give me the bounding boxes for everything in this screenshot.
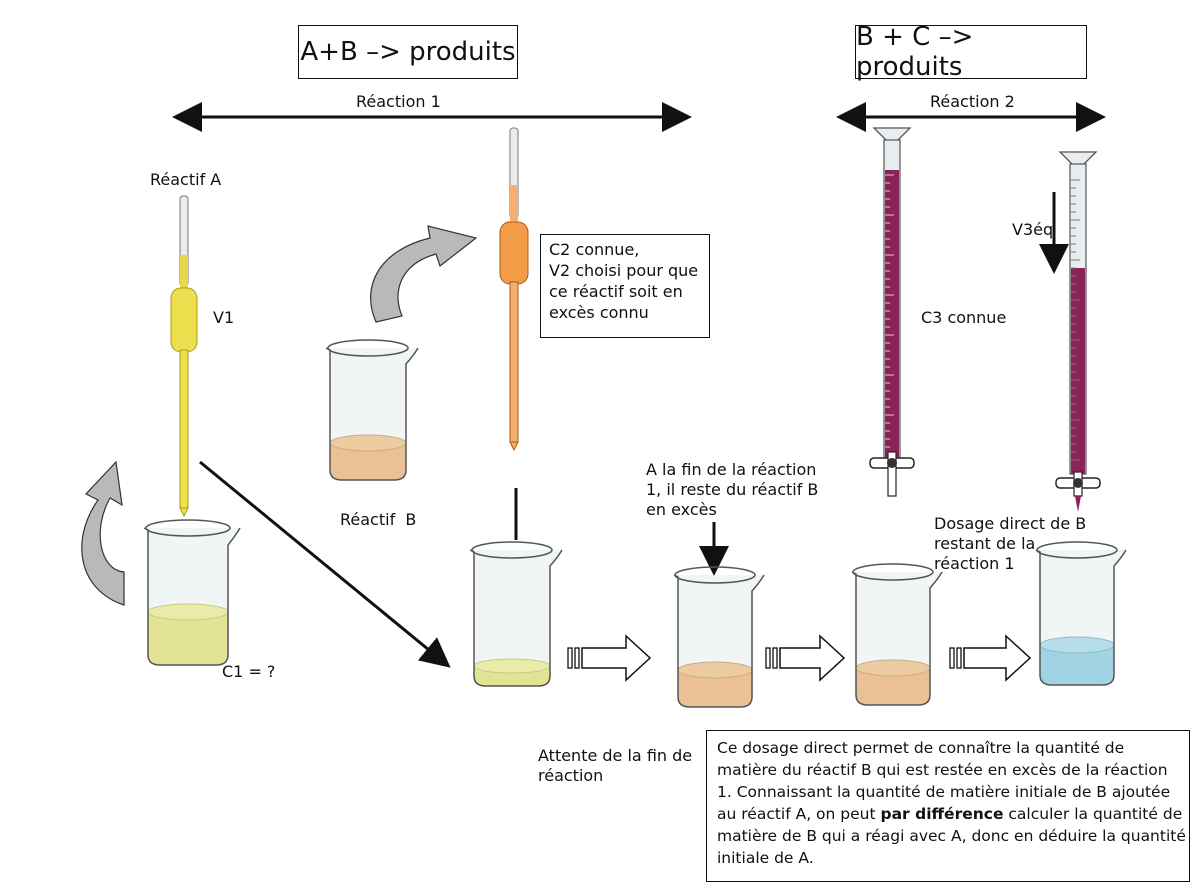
attente-line-2: réaction bbox=[538, 766, 604, 785]
reactif-b-label: Réactif B bbox=[340, 510, 417, 529]
v1-label: V1 bbox=[213, 308, 235, 327]
explanation-line-3: 1. Connaissant la quantité de matière in… bbox=[717, 783, 1171, 801]
explanation-line-5: matière de B qui a réagi avec A, donc en… bbox=[717, 827, 1186, 845]
block-arrow-2 bbox=[765, 634, 846, 682]
dosage-line-1: Dosage direct de B bbox=[934, 514, 1087, 533]
beaker-before-titration bbox=[851, 563, 943, 706]
fin-reaction-line-2: 1, il reste du réactif B bbox=[646, 480, 819, 499]
beaker-b bbox=[325, 339, 419, 481]
burette-full bbox=[869, 127, 915, 497]
c2-line-4: excès connu bbox=[549, 303, 649, 322]
explanation-line-1: Ce dosage direct permet de connaître la … bbox=[717, 739, 1125, 757]
burette-used bbox=[1055, 151, 1101, 512]
fin-reaction-label: A la fin de la réaction 1, il reste du r… bbox=[646, 460, 818, 520]
explanation-line-4: au réactif A, on peut par différence cal… bbox=[717, 803, 1183, 825]
par-difference-bold: par différence bbox=[880, 805, 1004, 823]
fin-reaction-line-3: en excès bbox=[646, 500, 717, 519]
v3eq-label: V3éq bbox=[1012, 220, 1054, 239]
c2-line-1: C2 connue, bbox=[549, 240, 640, 259]
dosage-line-2: restant de la bbox=[934, 534, 1036, 553]
attente-label: Attente de la fin de réaction bbox=[538, 746, 692, 786]
attente-line-1: Attente de la fin de bbox=[538, 746, 693, 765]
beaker-a-initial bbox=[143, 519, 241, 666]
c1-label: C1 = ? bbox=[222, 662, 276, 681]
explanation-box: Ce dosage direct permet de connaître la … bbox=[706, 730, 1190, 882]
transfer-arrow bbox=[199, 460, 451, 668]
beaker-after-reaction bbox=[673, 566, 765, 708]
c2-line-2: V2 choisi pour que bbox=[549, 261, 699, 280]
dosage-line-3: réaction 1 bbox=[934, 554, 1015, 573]
explanation-line-6: initiale de A. bbox=[717, 849, 814, 867]
explanation-line-4a: au réactif A, on peut bbox=[717, 805, 881, 823]
pour-arrow-left bbox=[81, 460, 125, 606]
beaker-mixing bbox=[469, 541, 563, 687]
block-arrow-3 bbox=[949, 634, 1032, 682]
pipette-b bbox=[499, 127, 529, 452]
reaction-1-label: Réaction 1 bbox=[356, 92, 441, 111]
beaker-titrated bbox=[1035, 541, 1127, 686]
pour-arrow-middle bbox=[370, 225, 478, 323]
c3-label: C3 connue bbox=[921, 308, 1007, 327]
explanation-line-4c: calculer la quantité de bbox=[1003, 805, 1183, 823]
reactif-a-label: Réactif A bbox=[150, 170, 222, 189]
equation-box-reaction-1: A+B –> produits bbox=[298, 25, 518, 79]
equation-box-reaction-2: B + C –> produits bbox=[855, 22, 1087, 82]
pipette-a bbox=[170, 195, 198, 518]
c2-info-box: C2 connue, V2 choisi pour que ce réactif… bbox=[540, 234, 710, 338]
explanation-line-2: matière du réactif B qui est restée en e… bbox=[717, 761, 1168, 779]
dosage-label: Dosage direct de B restant de la réactio… bbox=[934, 514, 1086, 574]
c2-line-3: ce réactif soit en bbox=[549, 282, 683, 301]
equation-reaction-1: A+B –> produits bbox=[300, 37, 516, 67]
reaction-2-label: Réaction 2 bbox=[930, 92, 1015, 111]
equation-reaction-2: B + C –> produits bbox=[856, 22, 974, 82]
fin-reaction-line-1: A la fin de la réaction bbox=[646, 460, 817, 479]
block-arrow-1 bbox=[567, 634, 652, 682]
